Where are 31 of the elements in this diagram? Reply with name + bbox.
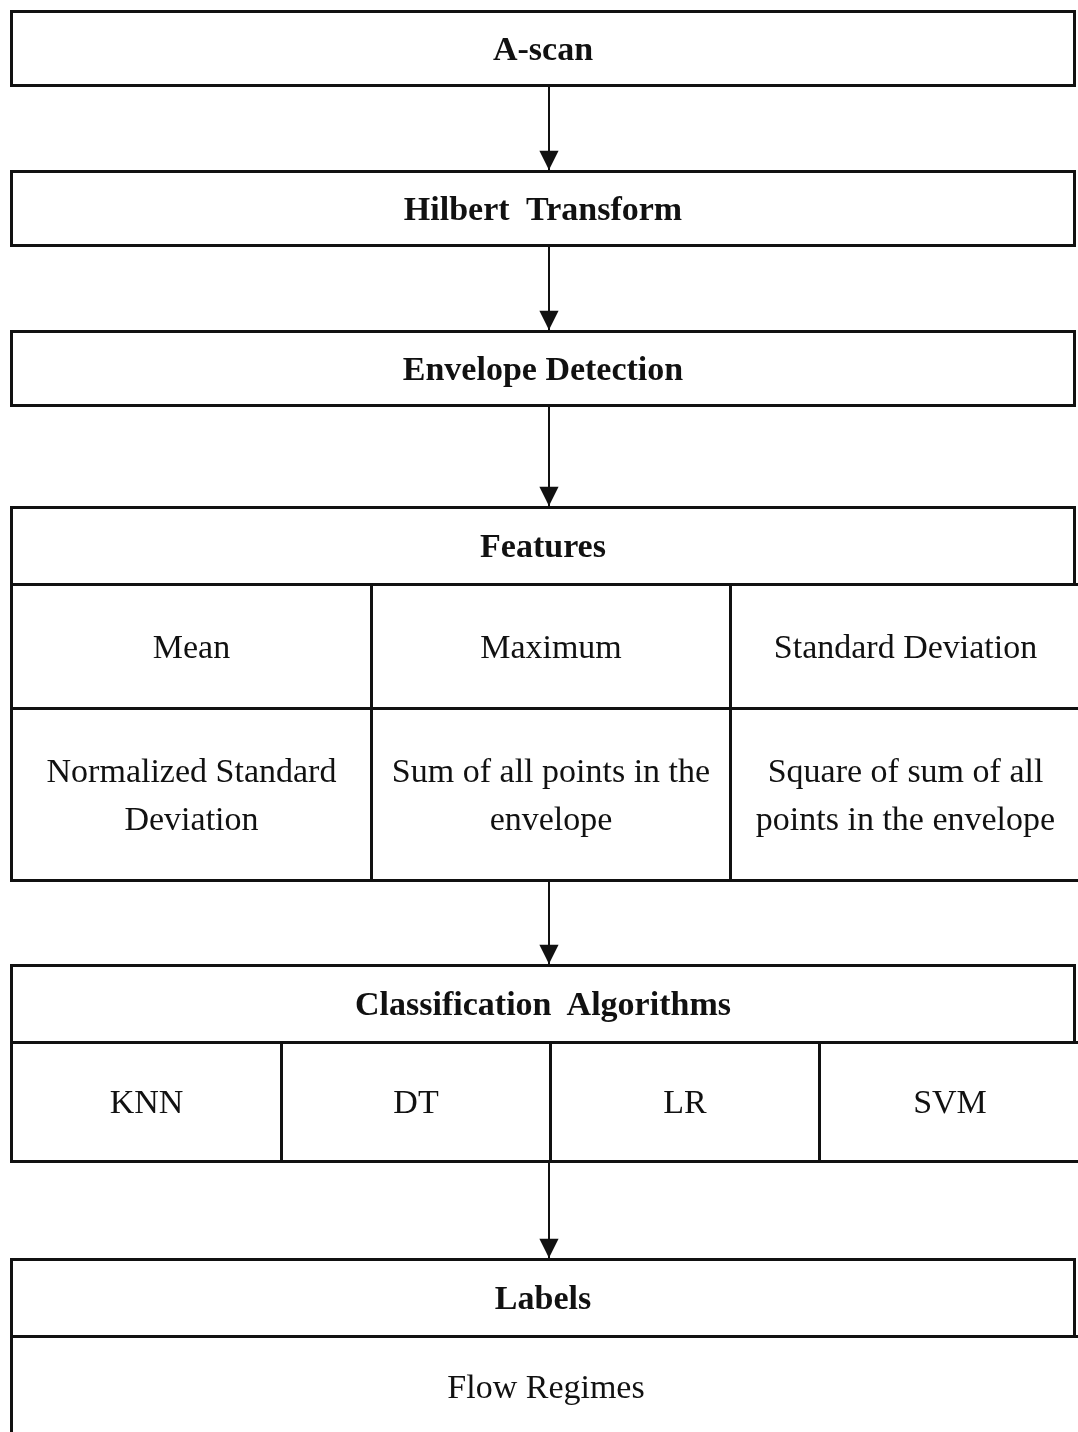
- process-box: [10, 170, 1076, 247]
- heading-text: Classification Algorithms: [355, 984, 731, 1024]
- arrow: [539, 1162, 559, 1259]
- cell-text: Mean: [152, 626, 231, 667]
- cell-text: KNN: [109, 1082, 184, 1122]
- cell-text: LR: [663, 1082, 707, 1122]
- cell-text: SVM: [913, 1082, 987, 1122]
- group-box: [10, 1258, 1076, 1432]
- group-box: [10, 506, 1076, 879]
- cell-text: Flow Regimes: [447, 1366, 645, 1407]
- cell-text: Standard Deviation: [773, 626, 1038, 667]
- arrow: [539, 86, 559, 171]
- heading-text: A-scan: [492, 28, 594, 69]
- heading-text: Hilbert Transform: [403, 188, 683, 229]
- arrow: [539, 246, 559, 331]
- cell-text: DT: [393, 1082, 439, 1122]
- process-box: [10, 330, 1076, 407]
- item-cell: [818, 1041, 1078, 1163]
- item-cell: [729, 707, 1078, 882]
- group-box: [10, 964, 1076, 1163]
- cell-text: Normalized Standard Deviation: [45, 750, 338, 839]
- cell-text: Maximum: [480, 626, 622, 667]
- heading-text: Features: [480, 526, 606, 566]
- cell-text: Square of sum of all points in the envelope: [754, 750, 1057, 839]
- cell-text: Sum of all points in the envelope: [390, 750, 712, 839]
- item-cell: [10, 1335, 1078, 1432]
- process-box: [10, 10, 1076, 87]
- heading-text: Envelope Detection: [402, 348, 684, 389]
- item-cell: [729, 583, 1078, 710]
- heading-text: Labels: [494, 1278, 592, 1318]
- arrow: [539, 406, 559, 507]
